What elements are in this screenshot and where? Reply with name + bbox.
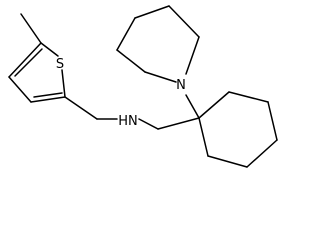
- methyl-bond: [20, 13, 42, 44]
- bond-nh-ch2: [138, 118, 159, 130]
- cyclohexane-bond-6: [198, 117, 209, 157]
- piperidine-nitrogen-label: N: [176, 78, 186, 93]
- piperidine-bond-c4-c5: [134, 5, 170, 19]
- thiophene-ring: [8, 42, 66, 103]
- thiophene-double-bond-c4-c5: [14, 48, 43, 77]
- piperidine-bond-n-c2: [144, 71, 177, 83]
- piperidine-bond-c6-n: [185, 36, 200, 75]
- cyclohexane-bond-4: [246, 139, 278, 168]
- molecule-structure: S HN N: [8, 5, 278, 168]
- bond-quaternary-c-n: [185, 94, 200, 119]
- piperidine-bond-c3-c4: [116, 17, 136, 51]
- bond-ch2-quaternary-c: [157, 117, 200, 130]
- cyclohexane-bond-1: [198, 91, 230, 119]
- thiophene-bond-c2-c3: [30, 96, 66, 103]
- cyclohexane-bond-3: [267, 101, 278, 141]
- piperidine-ring: [116, 5, 200, 83]
- linker-chain: [64, 96, 200, 130]
- bond-c2-ch2: [64, 96, 98, 120]
- structure-canvas: S HN N: [8, 5, 278, 168]
- cyclohexane-bond-5: [207, 155, 248, 168]
- piperidine-bond-c2-c3: [116, 49, 146, 73]
- piperidine-bond-c5-c6: [168, 5, 200, 38]
- thiophene-bond-c4-c5: [8, 42, 42, 78]
- thiophene-double-bond-c2-c3: [33, 92, 63, 98]
- thiophene-bond-s-c2: [61, 69, 66, 98]
- sulfur-atom-label: S: [56, 57, 64, 72]
- amine-nitrogen-label: HN: [118, 114, 138, 129]
- thiophene-bond-c3-c4: [8, 76, 32, 103]
- cyclohexane-ring: [198, 91, 278, 168]
- cyclohexane-bond-2: [228, 91, 269, 103]
- thiophene-bond-c5-s: [40, 42, 59, 57]
